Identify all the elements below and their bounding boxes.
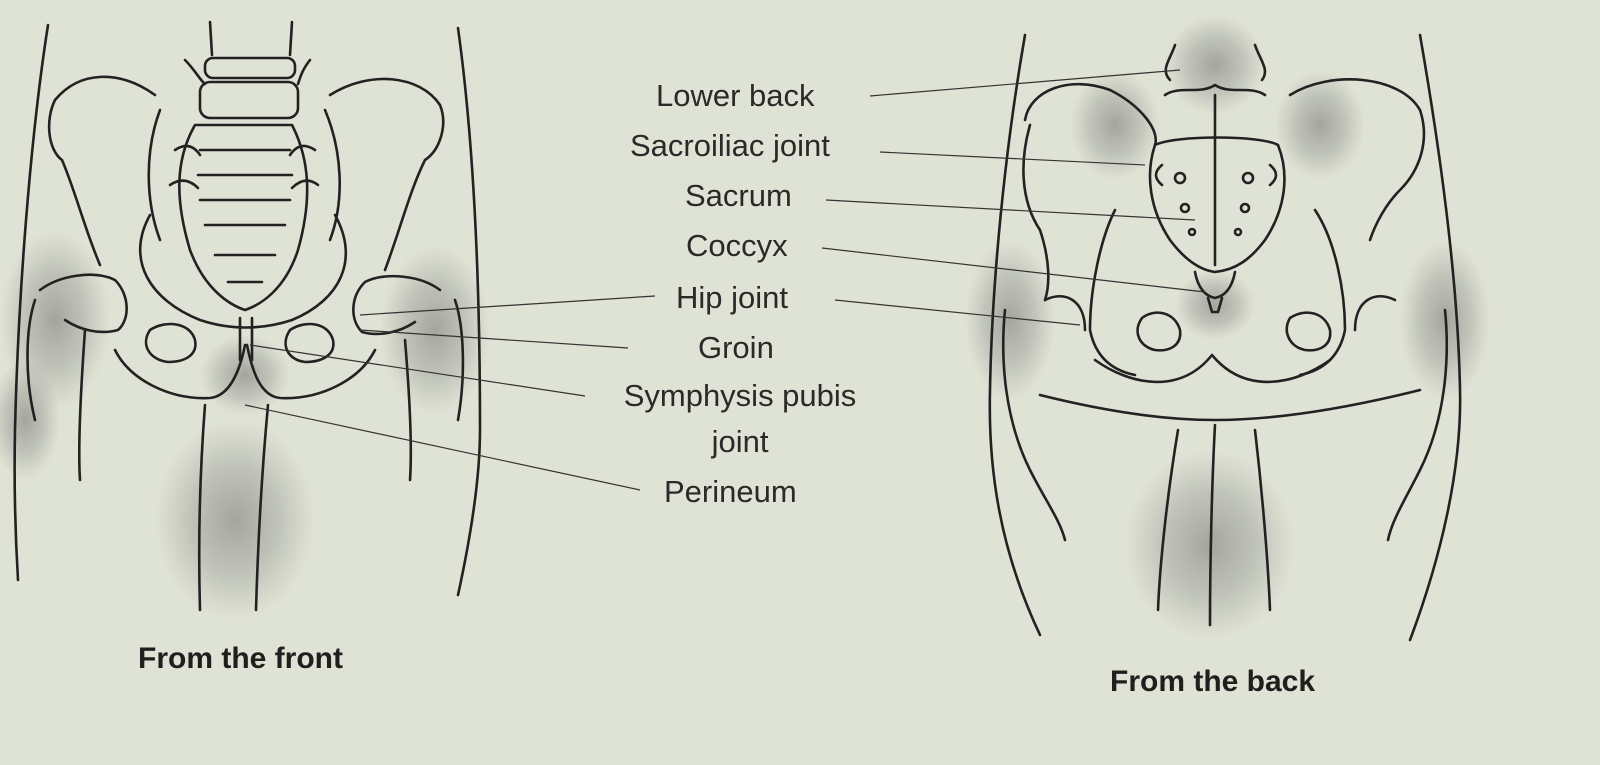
label-coccyx: Coccyx <box>686 228 788 263</box>
label-sacrum: Sacrum <box>685 178 792 213</box>
caption-back: From the back <box>1110 665 1316 698</box>
front-pain-shading <box>0 230 490 620</box>
label-perineum: Perineum <box>664 474 797 509</box>
leader-perineum <box>244 404 641 491</box>
leader-lines <box>244 69 1206 491</box>
leader-sacrum <box>825 199 1196 221</box>
leader-groin <box>359 329 629 349</box>
leader-hip-joint-front <box>359 295 656 316</box>
back-view <box>965 15 1490 642</box>
label-symphysis-pubis: Symphysis pubis <box>623 378 857 413</box>
label-symphysis-joint: joint <box>711 424 769 459</box>
leader-symphysis <box>249 344 586 397</box>
back-pelvis-outline <box>988 33 1462 642</box>
leader-coccyx <box>821 247 1206 293</box>
label-hip-joint: Hip joint <box>676 280 788 315</box>
leader-lower-back <box>869 69 1181 97</box>
front-pelvis-outline <box>13 20 482 612</box>
front-view <box>0 20 490 620</box>
leader-hip-joint-back <box>834 299 1081 326</box>
label-lower-back: Lower back <box>656 78 815 113</box>
caption-front: From the front <box>138 642 343 675</box>
label-sacroiliac-joint: Sacroiliac joint <box>630 128 830 163</box>
label-groin: Groin <box>698 330 774 365</box>
leader-sacroiliac <box>879 151 1146 166</box>
back-pain-shading <box>965 15 1490 640</box>
